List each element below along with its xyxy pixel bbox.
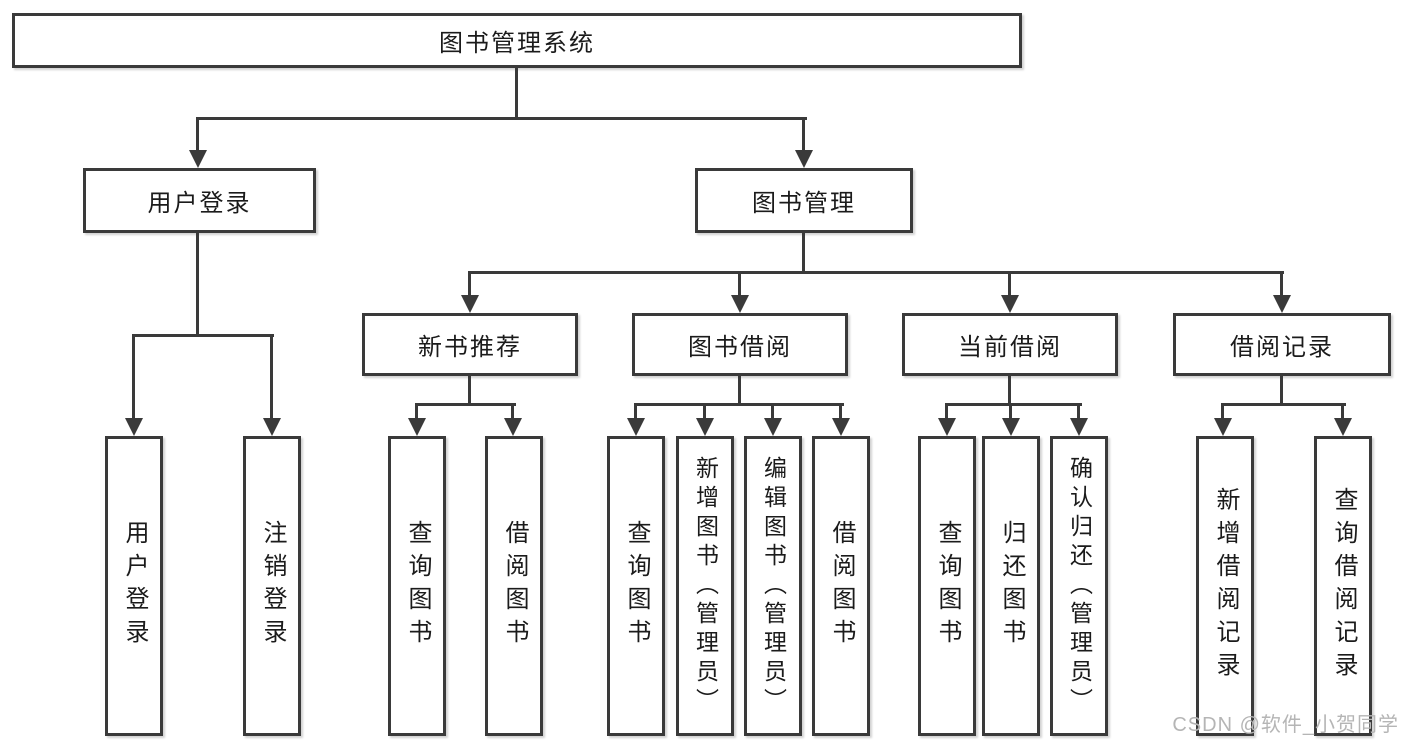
arrow-down-icon — [1214, 418, 1232, 436]
node-library-system: 图书管理系统 — [12, 13, 1022, 68]
leaf-return-books: 归还图书 — [982, 436, 1040, 736]
node-label: 借阅记录 — [1230, 334, 1334, 361]
connector-line — [515, 68, 518, 118]
connector-line — [771, 403, 774, 419]
arrow-down-icon — [938, 418, 956, 436]
node-label: 用户登录 — [147, 190, 252, 217]
connector-line — [634, 403, 844, 406]
node-user-login: 用户登录 — [83, 168, 316, 233]
leaf-add-books-admin: 新增图书（管理员） — [676, 436, 734, 736]
watermark: CSDN @软件_小贺同学 — [1172, 714, 1399, 736]
leaf-label: 查询借阅记录 — [1330, 487, 1357, 685]
connector-line — [738, 376, 741, 406]
arrow-down-icon — [408, 418, 426, 436]
connector-line — [802, 233, 805, 273]
connector-line — [945, 403, 948, 419]
leaf-borrow-books-recommend: 借阅图书 — [485, 436, 543, 736]
arrow-down-icon — [189, 150, 207, 168]
node-new-book-recommend: 新书推荐 — [362, 313, 578, 376]
leaf-label: 新增借阅记录 — [1212, 487, 1239, 685]
arrow-down-icon — [696, 418, 714, 436]
leaf-label: 查询图书 — [623, 520, 650, 652]
leaf-label: 用户登录 — [121, 520, 148, 652]
connector-line — [1280, 376, 1283, 406]
leaf-label: 编辑图书（管理员） — [760, 455, 787, 717]
arrow-down-icon — [1273, 295, 1291, 313]
connector-line — [511, 403, 514, 419]
leaf-user-login: 用户登录 — [105, 436, 163, 736]
arrow-down-icon — [1334, 418, 1352, 436]
connector-line — [1008, 376, 1011, 406]
connector-line — [468, 376, 471, 406]
arrow-down-icon — [1001, 295, 1019, 313]
leaf-label: 查询图书 — [404, 520, 431, 652]
connector-line — [839, 403, 842, 419]
connector-line — [738, 271, 741, 296]
connector-line — [415, 403, 418, 419]
leaf-label: 新增图书（管理员） — [692, 455, 719, 717]
connector-line — [468, 271, 1284, 274]
leaf-logout: 注销登录 — [243, 436, 301, 736]
connector-line — [1008, 271, 1011, 296]
connector-line — [132, 334, 135, 419]
connector-line — [1009, 403, 1012, 419]
leaf-label: 注销登录 — [259, 520, 286, 652]
leaf-edit-books-admin: 编辑图书（管理员） — [744, 436, 802, 736]
connector-line — [1221, 403, 1224, 419]
leaf-label: 借阅图书 — [828, 520, 855, 652]
arrow-down-icon — [627, 418, 645, 436]
node-borrow-records: 借阅记录 — [1173, 313, 1391, 376]
connector-line — [802, 117, 805, 151]
connector-line — [703, 403, 706, 419]
leaf-add-borrow-record: 新增借阅记录 — [1196, 436, 1254, 736]
connector-line — [196, 117, 199, 151]
leaf-query-books-current: 查询图书 — [918, 436, 976, 736]
leaf-label: 借阅图书 — [501, 520, 528, 652]
arrow-down-icon — [504, 418, 522, 436]
connector-line — [196, 233, 199, 336]
leaf-query-books-recommend: 查询图书 — [388, 436, 446, 736]
arrow-down-icon — [461, 295, 479, 313]
leaf-confirm-return-admin: 确认归还（管理员） — [1050, 436, 1108, 736]
leaf-query-books-borrow: 查询图书 — [607, 436, 665, 736]
connector-line — [634, 403, 637, 419]
node-label: 当前借阅 — [958, 334, 1062, 361]
leaf-borrow-books: 借阅图书 — [812, 436, 870, 736]
arrow-down-icon — [1002, 418, 1020, 436]
connector-line — [468, 271, 471, 296]
arrow-down-icon — [832, 418, 850, 436]
arrow-down-icon — [263, 418, 281, 436]
leaf-query-borrow-record: 查询借阅记录 — [1314, 436, 1372, 736]
connector-line — [132, 334, 274, 337]
connector-line — [196, 117, 807, 120]
connector-line — [1077, 403, 1080, 419]
node-book-management: 图书管理 — [695, 168, 913, 233]
connector-line — [1221, 403, 1346, 406]
connector-line — [1341, 403, 1344, 419]
node-label: 图书管理系统 — [439, 30, 595, 57]
arrow-down-icon — [795, 150, 813, 168]
arrow-down-icon — [764, 418, 782, 436]
arrow-down-icon — [125, 418, 143, 436]
leaf-label: 归还图书 — [998, 520, 1025, 652]
node-book-borrow: 图书借阅 — [632, 313, 848, 376]
leaf-label: 确认归还（管理员） — [1066, 455, 1093, 717]
arrow-down-icon — [731, 295, 749, 313]
connector-line — [415, 403, 516, 406]
connector-line — [1280, 271, 1283, 296]
connector-line — [270, 334, 273, 419]
node-current-borrow: 当前借阅 — [902, 313, 1118, 376]
arrow-down-icon — [1070, 418, 1088, 436]
node-label: 图书管理 — [752, 190, 856, 217]
node-label: 图书借阅 — [688, 334, 792, 361]
node-label: 新书推荐 — [418, 334, 522, 361]
connector-line — [945, 403, 1082, 406]
leaf-label: 查询图书 — [934, 520, 961, 652]
